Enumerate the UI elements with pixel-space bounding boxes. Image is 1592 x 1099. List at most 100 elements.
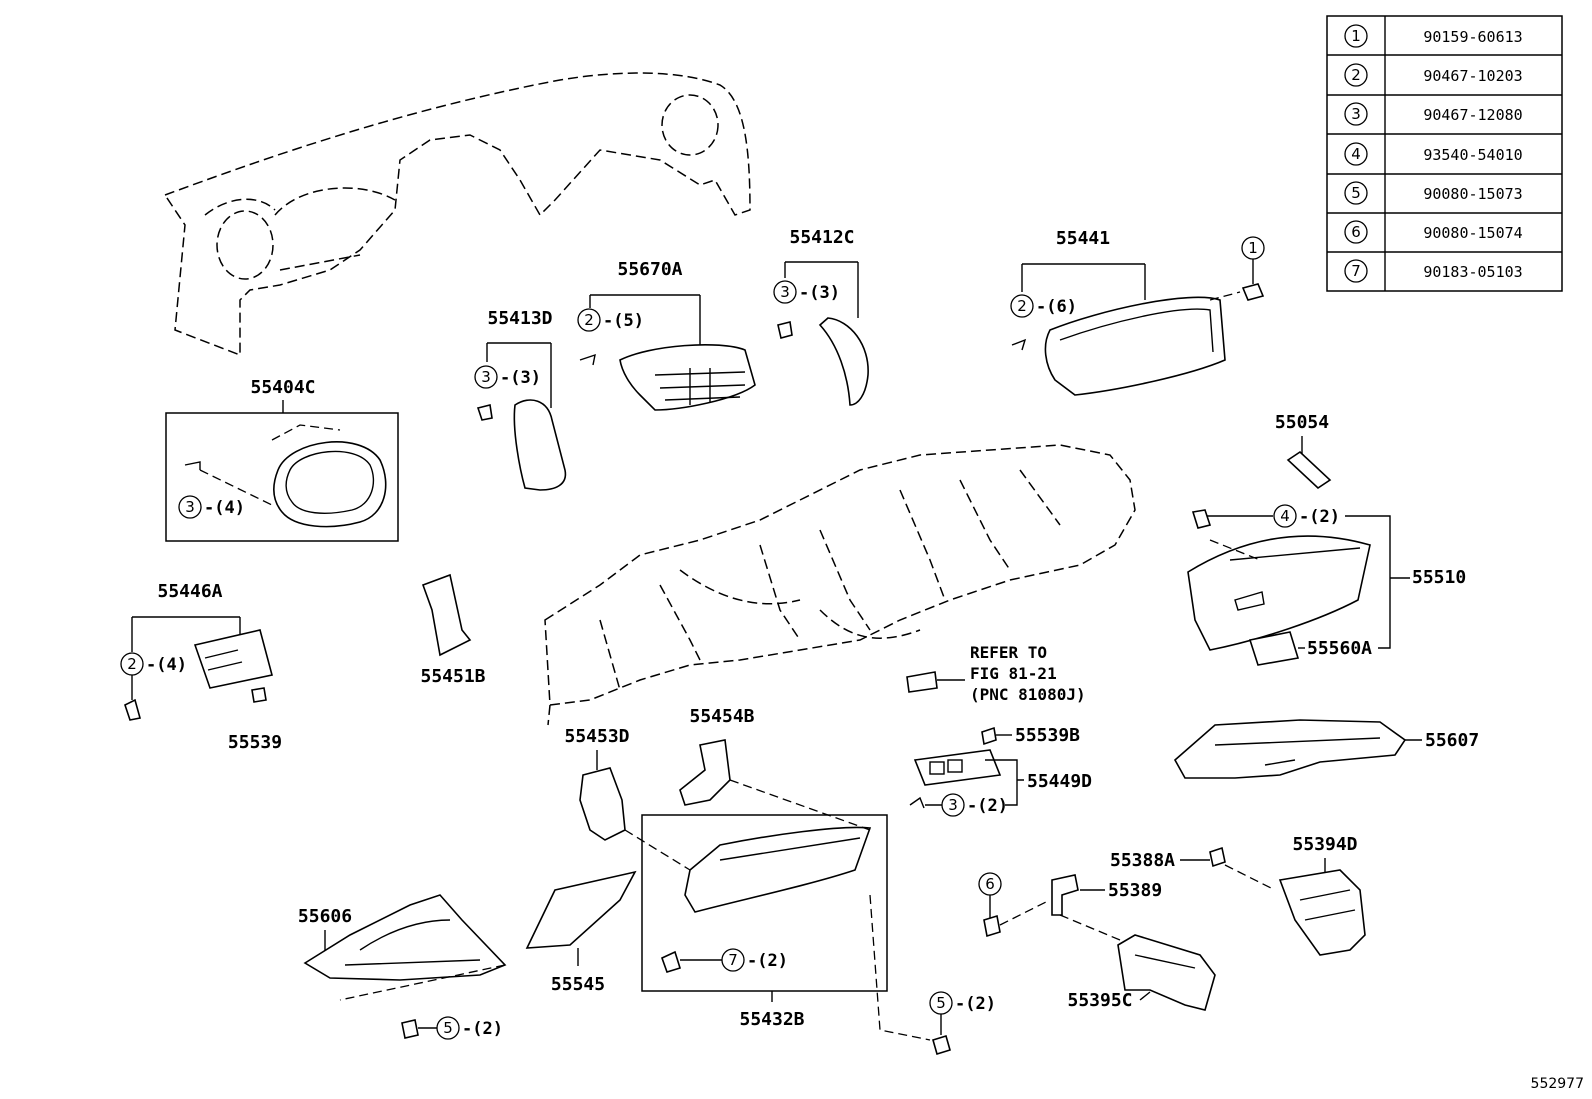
svg-text:2: 2: [127, 655, 137, 673]
callout-fastener-7: 7 -(2): [680, 948, 788, 972]
part-label: 55395C: [1067, 990, 1132, 1011]
svg-text:-(4): -(4): [204, 498, 245, 518]
legend-part-number: 90080-15074: [1423, 224, 1522, 242]
part-55670A: 55670A 2 -(5): [577, 259, 756, 411]
part-55607: 55607: [1173, 719, 1479, 779]
part-55441: 55441 2 -(6) 1: [1010, 228, 1265, 396]
legend-ref: 7: [1351, 262, 1361, 280]
part-label: 55451B: [420, 666, 485, 687]
svg-text:(PNC 81080J): (PNC 81080J): [970, 685, 1086, 704]
figure-id: 552977: [1531, 1076, 1584, 1092]
part-label: 55539B: [1015, 725, 1080, 746]
callout-fastener-3: 3 -(4): [178, 495, 245, 519]
callout-fastener-3: 3 -(2): [925, 793, 1008, 817]
svg-text:-(2): -(2): [747, 951, 788, 971]
svg-text:-(3): -(3): [500, 368, 541, 388]
callout-fastener-4: 4 -(2): [1273, 504, 1340, 528]
part-label: 55432B: [739, 1009, 804, 1030]
part-55454B: 55454B: [679, 706, 755, 806]
legend-part-number: 90183-05103: [1423, 263, 1522, 281]
legend-part-number: 90467-10203: [1423, 67, 1522, 85]
legend-part-number: 90467-12080: [1423, 106, 1522, 124]
part-label: 55560A: [1307, 638, 1372, 659]
callout-fastener-1: 1: [1241, 236, 1265, 260]
svg-text:7: 7: [728, 951, 738, 969]
part-55510: 4 -(2) 55510 55560A: [1187, 504, 1466, 666]
part-label: 55607: [1425, 730, 1479, 751]
legend-part-number: 90159-60613: [1423, 28, 1522, 46]
part-label: 55670A: [617, 259, 682, 280]
dashboard-frame: [544, 444, 1136, 726]
part-55545: 55545: [525, 870, 637, 995]
svg-text:2: 2: [1017, 297, 1027, 315]
callout-fastener-3: 3 -(3): [773, 280, 840, 304]
upper-dashboard-pad: [163, 72, 751, 357]
legend-ref: 6: [1351, 223, 1361, 241]
svg-text:3: 3: [481, 368, 491, 386]
callout-fastener-5: 5 -(2): [418, 1016, 503, 1040]
legend-ref: 3: [1351, 105, 1361, 123]
legend-row: 3 90467-12080: [1344, 102, 1523, 126]
callout-fastener-2: 2 -(6): [1010, 294, 1077, 318]
part-55449D: 55539B 55449D 3 -(2): [909, 725, 1092, 817]
part-55054: 55054: [1275, 412, 1332, 490]
part-label: 55404C: [250, 377, 315, 398]
part-label: 55412C: [789, 227, 854, 248]
part-label: 55389: [1108, 880, 1162, 901]
svg-text:1: 1: [1248, 239, 1258, 257]
legend-row: 6 90080-15074: [1344, 220, 1523, 244]
callout-fastener-2: 2 -(4): [120, 652, 187, 676]
part-label: 55453D: [564, 726, 629, 747]
part-label: 55446A: [157, 581, 222, 602]
svg-text:4: 4: [1280, 507, 1290, 525]
part-label: 55606: [298, 906, 352, 927]
legend-row: 5 90080-15073: [1344, 181, 1523, 205]
part-55412C: 55412C 3 -(3): [773, 227, 869, 406]
svg-text:-(2): -(2): [967, 796, 1008, 816]
part-label: 55054: [1275, 412, 1329, 433]
svg-text:-(5): -(5): [603, 311, 644, 331]
svg-text:5: 5: [936, 994, 946, 1012]
part-label: 55413D: [487, 308, 552, 329]
svg-text:2: 2: [584, 311, 594, 329]
part-label: 55545: [551, 974, 605, 995]
svg-text:FIG 81-21: FIG 81-21: [970, 664, 1057, 683]
svg-text:REFER TO: REFER TO: [970, 643, 1047, 662]
part-label: 55394D: [1292, 834, 1357, 855]
legend-row: 4 93540-54010: [1344, 142, 1523, 166]
legend-ref: 5: [1351, 184, 1361, 202]
part-label: 55539: [228, 732, 282, 753]
part-55446A: 55446A 2 -(4) 55539: [120, 581, 282, 753]
part-55606: 55606 5 -(2): [298, 894, 507, 1040]
part-label: 55454B: [689, 706, 754, 727]
svg-text:3: 3: [948, 796, 958, 814]
callout-fastener-6: 6: [978, 872, 1002, 896]
part-55451B: 55451B: [420, 573, 486, 687]
svg-text:-(2): -(2): [1299, 507, 1340, 527]
legend-table: 1 90159-60613 2 90467-10203 3 90467-1208…: [1326, 15, 1563, 292]
part-55389: 6 55389 55395C: [978, 872, 1216, 1011]
part-label: 55441: [1056, 228, 1110, 249]
callout-fastener-2: 2 -(5): [577, 308, 644, 332]
legend-row: 2 90467-10203: [1344, 63, 1523, 87]
part-label: 55388A: [1110, 850, 1175, 871]
part-55404C: 55404C 3 -(4): [165, 377, 399, 542]
legend-row: 1 90159-60613: [1344, 24, 1523, 48]
legend-ref: 1: [1351, 27, 1361, 45]
svg-text:6: 6: [985, 875, 995, 893]
part-label: 55449D: [1027, 771, 1092, 792]
legend-part-number: 90080-15073: [1423, 185, 1522, 203]
svg-text:-(4): -(4): [146, 655, 187, 675]
legend-part-number: 93540-54010: [1423, 146, 1522, 164]
callout-fastener-3: 3 -(3): [474, 365, 541, 389]
svg-text:-(2): -(2): [462, 1019, 503, 1039]
legend-ref: 2: [1351, 66, 1361, 84]
svg-text:-(3): -(3): [799, 283, 840, 303]
svg-text:-(6): -(6): [1036, 297, 1077, 317]
svg-text:3: 3: [780, 283, 790, 301]
legend-ref: 4: [1351, 145, 1361, 163]
part-55394D: 55388A 55394D: [1110, 834, 1366, 956]
legend-row: 7 90183-05103: [1344, 259, 1523, 283]
svg-text:5: 5: [443, 1019, 453, 1037]
